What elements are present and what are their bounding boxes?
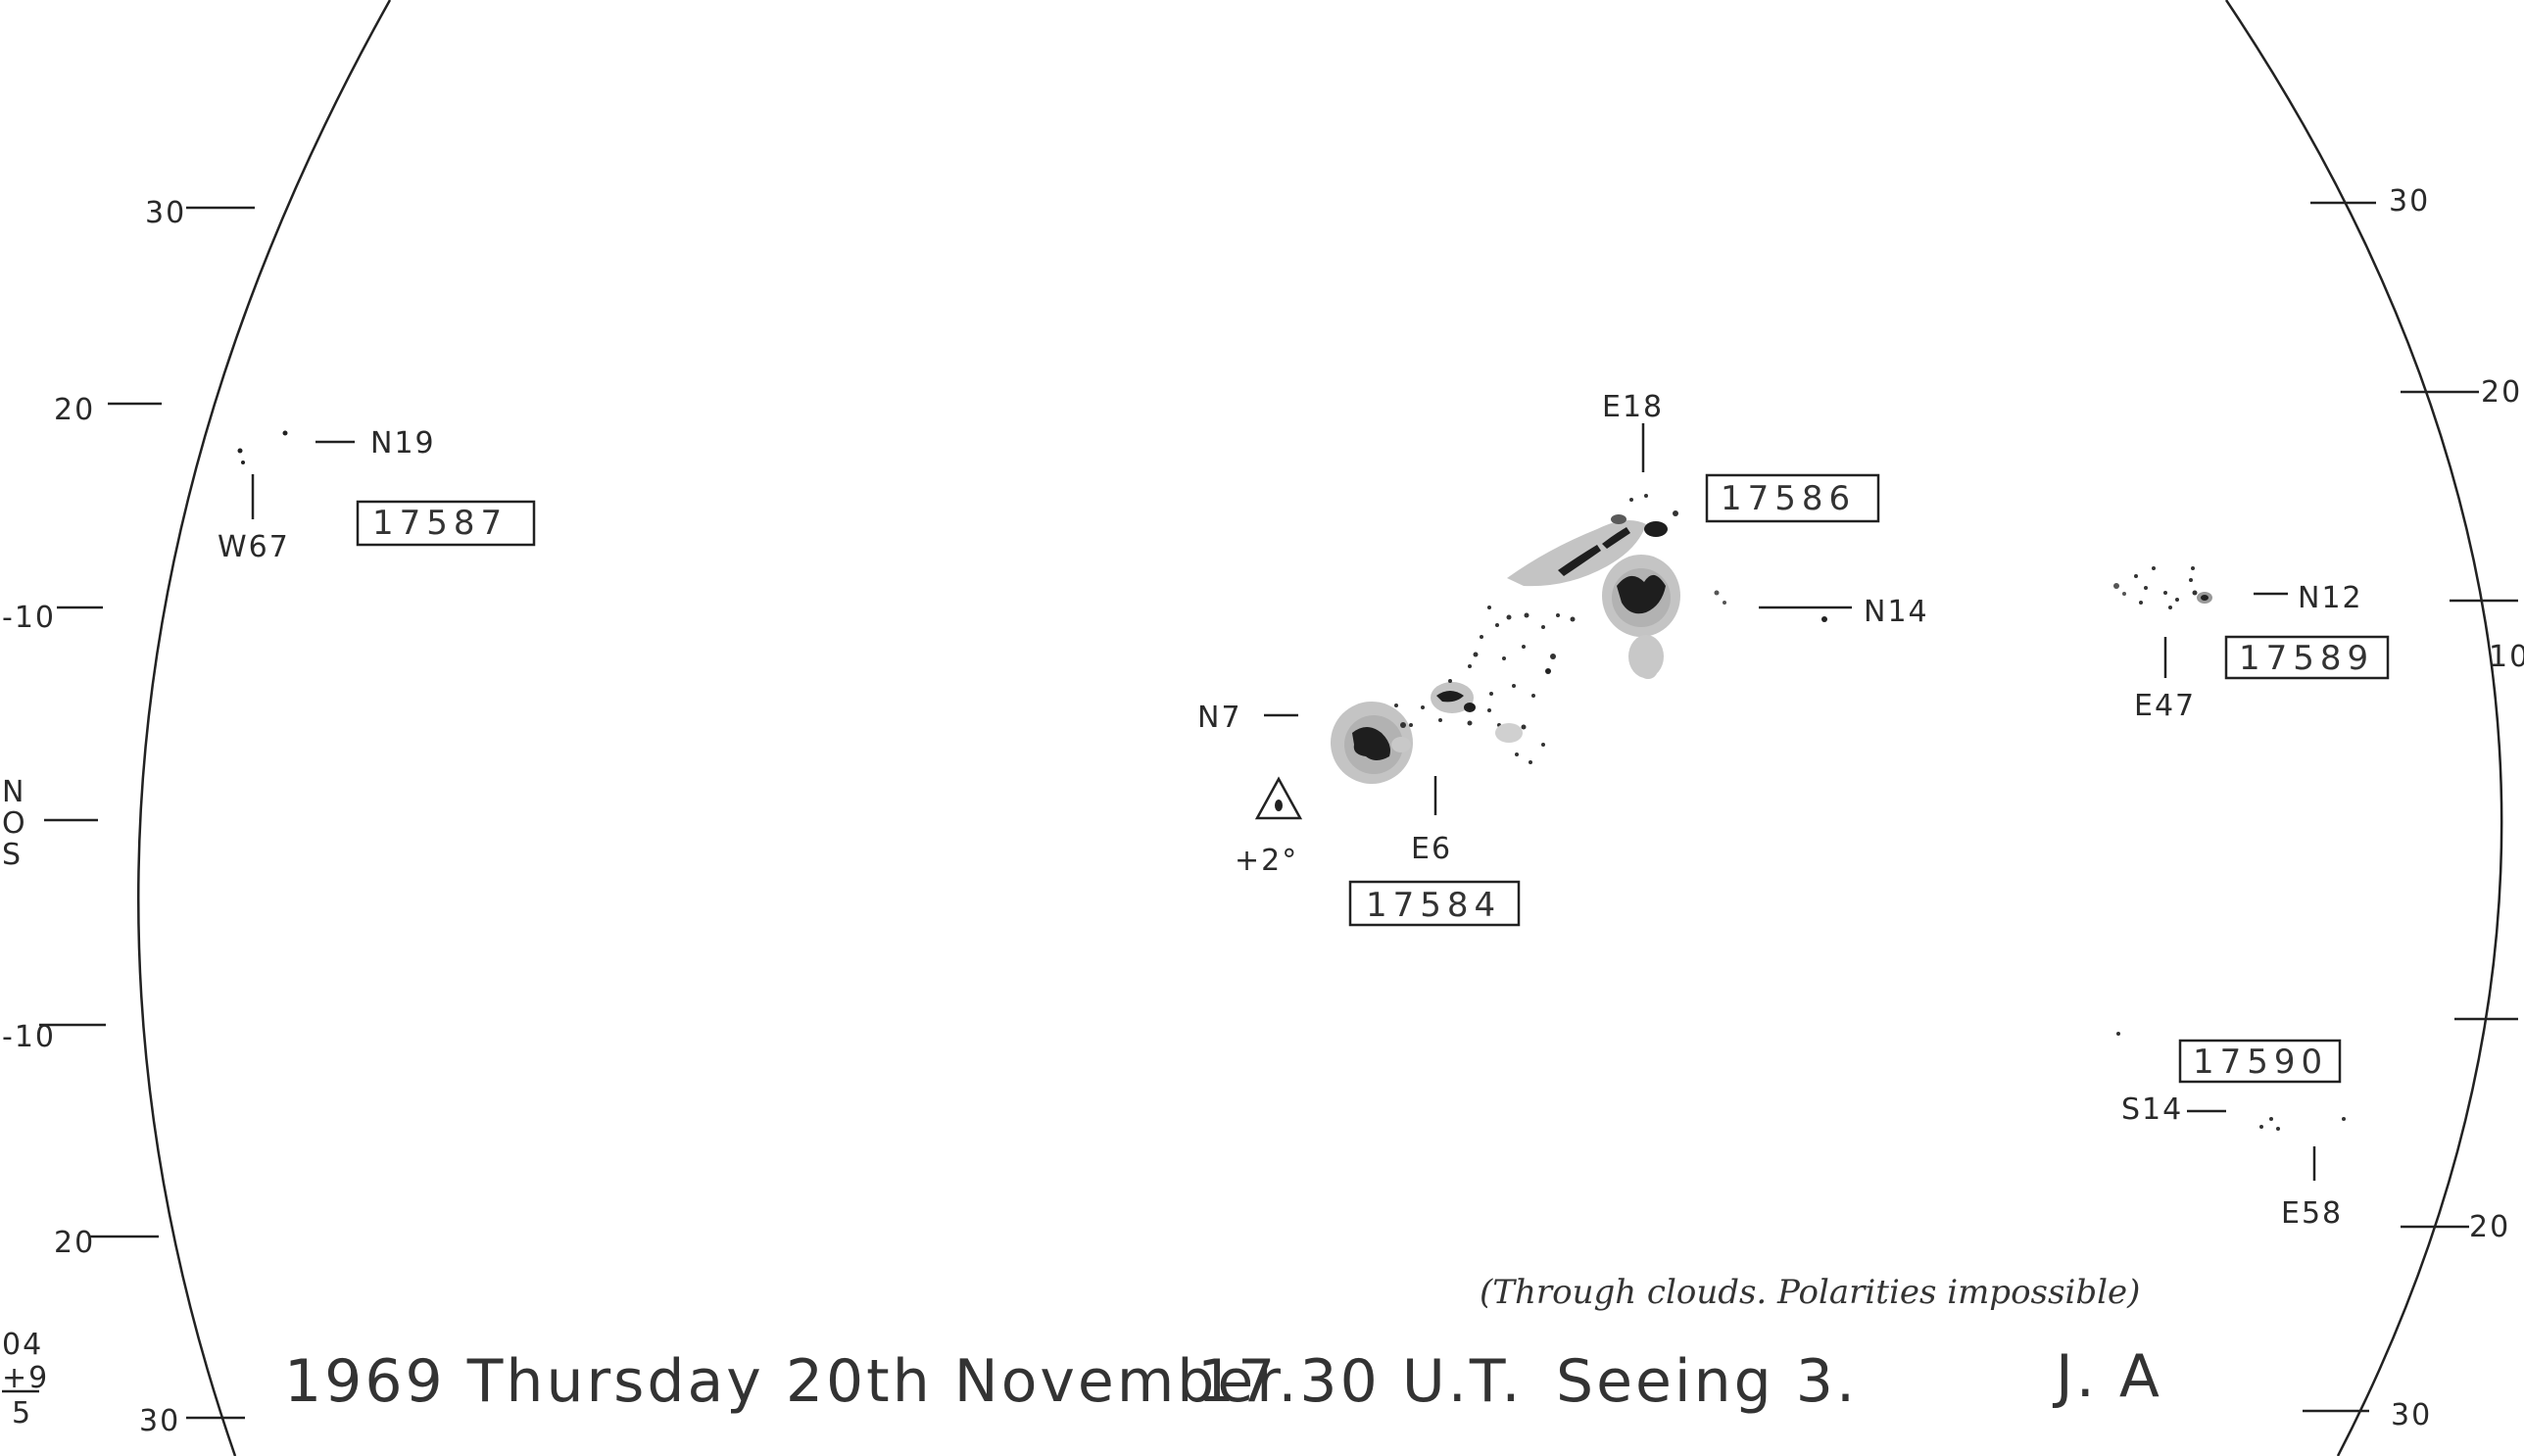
group-17590: 17590 S14 E58 — [2116, 1032, 2346, 1231]
pole-marker: +2° — [1235, 776, 1303, 878]
observation-note: (Through clouds. Polarities impossible) — [1480, 1273, 2140, 1312]
group-17586-longitude: E18 — [1602, 390, 1664, 424]
group-17590-longitude: E58 — [2281, 1196, 2343, 1231]
footer: (Through clouds. Polarities impossible) … — [2, 1273, 2162, 1431]
group-17589: N12 E47 17589 — [2113, 566, 2390, 723]
observation-time: 17 30 U.T. — [1197, 1347, 1523, 1416]
left-latitude-scale: 30 20 -10 -10 20 30 N O S — [2, 196, 255, 1438]
group-17587-longitude: W67 — [218, 530, 290, 564]
scale-right-30-south: 30 — [2391, 1398, 2432, 1432]
group-17589-latitude: N12 — [2298, 581, 2363, 615]
scale-left-30-south: 30 — [139, 1404, 180, 1438]
scale-right-10-north: 10 — [2489, 640, 2524, 674]
group-17586: E18 17586 N14 — [1468, 390, 1929, 679]
left-limb-arc — [137, 0, 392, 1456]
margin-note-line-2: +9 — [2, 1361, 49, 1395]
scale-left-10-south: -10 — [2, 1020, 56, 1054]
observer-initials: J. A — [2052, 1342, 2162, 1411]
group-17590-latitude: S14 — [2121, 1092, 2183, 1127]
right-limb-arc — [2224, 0, 2503, 1456]
scale-right-30-north: 30 — [2389, 184, 2430, 218]
pole-marker-label: +2° — [1235, 844, 1298, 878]
scale-right-20-north: 20 — [2481, 375, 2522, 410]
equator-mark-o: O — [2, 806, 27, 841]
group-17590-number: 17590 — [2193, 1043, 2328, 1082]
scale-left-10-north: -10 — [2, 601, 56, 635]
scale-left-30-north: 30 — [145, 196, 186, 230]
group-17587-latitude: N19 — [370, 426, 436, 461]
group-17589-number: 17589 — [2239, 639, 2374, 678]
group-17584: N7 E6 17584 — [1197, 679, 1545, 927]
group-17587: N19 W67 17587 — [218, 426, 536, 564]
equator-mark-s: S — [2, 838, 23, 872]
group-17584-latitude: N7 — [1197, 701, 1242, 735]
equator-mark-n: N — [2, 775, 25, 809]
group-17584-number: 17584 — [1366, 886, 1501, 925]
margin-note-line-1: 04 — [2, 1328, 43, 1362]
scale-left-20-north: 20 — [54, 393, 95, 427]
right-latitude-scale: 30 20 10 20 30 — [2303, 184, 2524, 1432]
group-17587-number: 17587 — [372, 504, 508, 543]
seeing-rating: Seeing 3. — [1556, 1347, 1858, 1416]
group-17586-latitude: N14 — [1864, 595, 1929, 629]
margin-note-line-3: 5 — [12, 1396, 32, 1431]
group-17584-longitude: E6 — [1411, 832, 1452, 866]
scale-right-20-south: 20 — [2469, 1210, 2510, 1244]
observation-date: 1969 Thursday 20th November. — [284, 1347, 1300, 1416]
triangle-marker-icon — [1254, 776, 1303, 820]
group-17589-longitude: E47 — [2134, 689, 2196, 723]
scale-left-20-south: 20 — [54, 1226, 95, 1260]
group-17586-number: 17586 — [1721, 479, 1856, 518]
